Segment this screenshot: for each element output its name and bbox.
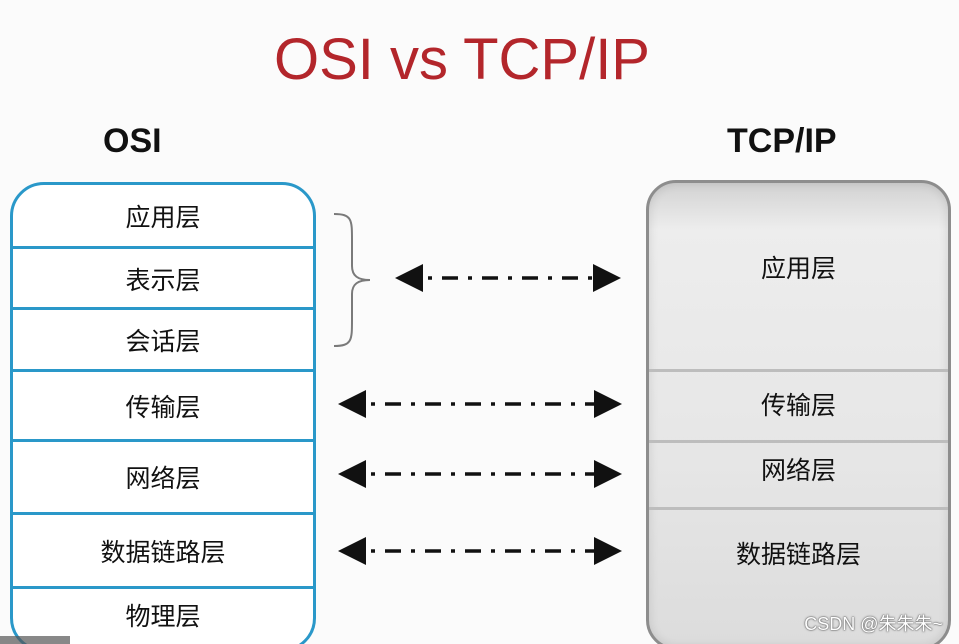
tcpip-divider (649, 507, 948, 510)
osi-layer-network: 网络层 (125, 464, 201, 493)
osi-divider (13, 439, 313, 442)
tcpip-stack: 应用层 传输层 网络层 数据链路层 (646, 180, 951, 644)
osi-stack: 应用层 表示层 会话层 传输层 网络层 数据链路层 物理层 (10, 182, 316, 644)
tcpip-heading: TCP/IP (727, 122, 837, 160)
osi-layer-application: 应用层 (125, 203, 201, 232)
osi-divider (13, 246, 313, 249)
tcpip-layer-transport: 传输层 (760, 391, 836, 420)
osi-layer-physical: 物理层 (125, 602, 201, 631)
tcpip-layer-network: 网络层 (760, 456, 836, 485)
video-timeline-strip (0, 636, 70, 644)
osi-layer-session: 会话层 (125, 327, 201, 356)
osi-layer-transport: 传输层 (125, 392, 201, 422)
tcpip-divider (649, 440, 948, 443)
curly-brace-icon (333, 213, 371, 347)
osi-layer-presentation: 表示层 (125, 265, 201, 295)
osi-divider (13, 512, 313, 515)
watermark: CSDN @朱朱朱~ (804, 614, 943, 634)
tcpip-divider (649, 369, 948, 372)
osi-divider (13, 369, 313, 372)
osi-divider (13, 586, 313, 589)
osi-heading: OSI (103, 122, 162, 160)
osi-divider (13, 307, 313, 310)
main-title: OSI vs TCP/IP (273, 27, 650, 92)
tcpip-layer-application: 应用层 (760, 254, 836, 283)
tcpip-layer-data-link: 数据链路层 (735, 540, 861, 569)
osi-layer-data-link: 数据链路层 (100, 537, 226, 567)
